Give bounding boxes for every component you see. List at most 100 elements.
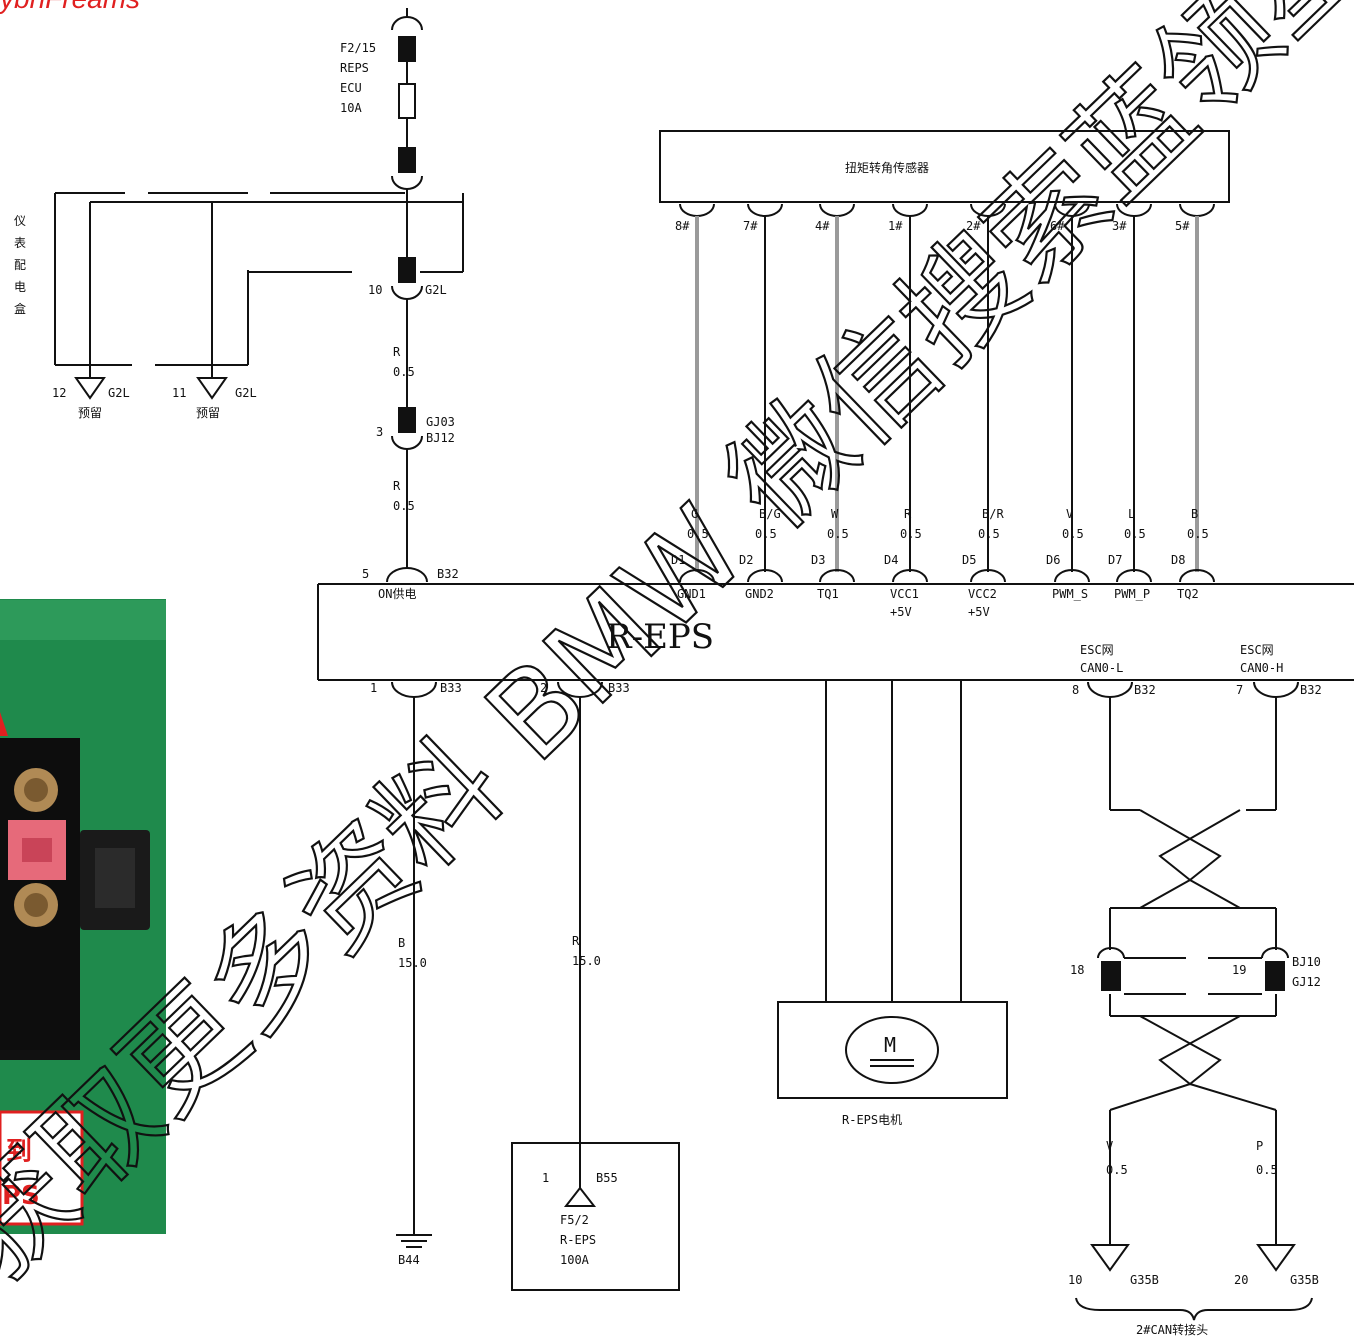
can-wire-p-color: P xyxy=(1256,1139,1263,1153)
sensor-pins: 8#G0.5D1GND17#B/G0.5D2GND24#W0.5D3TQ11#R… xyxy=(671,203,1215,619)
module-pin-label: TQ2 xyxy=(1177,587,1199,601)
relay-photo: 到 PS xyxy=(0,599,166,1234)
on-pin-label: ON供电 xyxy=(378,587,416,601)
connector-10-name: G2L xyxy=(425,283,447,297)
ground-wire xyxy=(396,697,432,1248)
splice-18-pin: 18 xyxy=(1070,963,1084,977)
torque-sensor-box xyxy=(659,130,1230,203)
watermark: 获取更多资料 BMW 微信搜索蓝领星球 xyxy=(0,0,1354,1306)
sensor-title: 扭矩转角传感器 xyxy=(845,160,929,175)
signal-wire-color: R xyxy=(904,507,912,521)
on-pin-icon xyxy=(386,567,428,583)
motor-icon xyxy=(845,1016,939,1084)
fuse-top-line1: F2/15 xyxy=(340,41,376,55)
module-pin-number: D8 xyxy=(1171,553,1185,567)
signal-wire-color: L xyxy=(1128,507,1135,521)
g35b-10-pin: 10 xyxy=(1068,1273,1082,1287)
ground-12-name: G2L xyxy=(108,386,130,400)
wire-a-size: 0.5 xyxy=(393,365,415,379)
module-pin-arc xyxy=(892,569,928,583)
panel-label-5: 盒 xyxy=(14,301,26,316)
fuse-top-line4: 10A xyxy=(340,101,362,115)
panel-label-1: 仪 xyxy=(14,214,26,228)
can-l-signal: CAN0-L xyxy=(1080,661,1123,675)
module-pin-label: GND2 xyxy=(745,587,774,601)
sensor-pin-label: 3# xyxy=(1112,219,1127,233)
module-pin-number: D1 xyxy=(671,553,685,567)
connector-10-pin: 10 xyxy=(368,283,382,297)
sensor-pin-label: 5# xyxy=(1175,219,1190,233)
module-pin-label: TQ1 xyxy=(817,587,839,601)
fuse-top-line2: REPS xyxy=(340,61,369,75)
module-pin-arc xyxy=(970,569,1006,583)
can-wire-p-size: 0.5 xyxy=(1256,1163,1278,1177)
power-fuse-line3: 100A xyxy=(560,1253,590,1267)
ground-wire-size: 15.0 xyxy=(398,956,427,970)
can-h-pin: 7 xyxy=(1236,683,1243,697)
module-pin-number: D2 xyxy=(739,553,753,567)
ground-12-icon xyxy=(74,377,106,400)
sensor-pin-label: 4# xyxy=(815,219,830,233)
ground-12-pin: 12 xyxy=(52,386,66,400)
wire-a-color: R xyxy=(393,345,401,359)
power-wire-color: R xyxy=(572,934,580,948)
power-fuse-pin: 1 xyxy=(542,1171,549,1185)
sensor-pin-label: 2# xyxy=(966,219,981,233)
connector-g2l-10 xyxy=(391,257,423,568)
module-pin-sublabel: +5V xyxy=(968,605,990,619)
sensor-pin-arc xyxy=(819,203,855,217)
splice-19-pin: 19 xyxy=(1232,963,1246,977)
sensor-pin-label: 7# xyxy=(743,219,758,233)
can-l-title: ESC网 xyxy=(1080,643,1114,657)
signal-wire-size: 0.5 xyxy=(687,527,709,541)
splice-3-pin: 3 xyxy=(376,425,383,439)
motor xyxy=(777,681,1008,1099)
module-pin-arc xyxy=(819,569,855,583)
pin-b33-1-number: 1 xyxy=(370,681,377,695)
fuse-top-line3: ECU xyxy=(340,81,362,95)
signal-wire-size: 0.5 xyxy=(1187,527,1209,541)
power-wire xyxy=(511,697,680,1291)
signal-wire-size: 0.5 xyxy=(900,527,922,541)
can-h-signal: CAN0-H xyxy=(1240,661,1283,675)
splice-3-line2: BJ12 xyxy=(426,431,455,445)
pin-b33-2-number: 2 xyxy=(540,681,547,695)
panel-label-2: 表 xyxy=(14,236,26,250)
panel-outline xyxy=(54,192,464,378)
brand-text: ybnFreams xyxy=(0,0,140,14)
module-pin-label: GND1 xyxy=(677,587,706,601)
module-pin-number: D4 xyxy=(884,553,898,567)
signal-wire-color: G xyxy=(691,507,698,521)
r-eps-module xyxy=(317,583,1354,681)
module-pin-number: D6 xyxy=(1046,553,1060,567)
photo-text-1: 到 xyxy=(6,1137,32,1167)
ground-11-note: 预留 xyxy=(196,406,220,420)
module-pin-arc xyxy=(747,569,783,583)
can-h-conn: B32 xyxy=(1300,683,1322,697)
power-fuse-line2: R-EPS xyxy=(560,1233,596,1247)
splice-19-line1: BJ10 xyxy=(1292,955,1321,969)
sensor-pin-label: 6# xyxy=(1050,219,1065,233)
sensor-pin-label: 1# xyxy=(888,219,903,233)
ground-11-pin: 11 xyxy=(172,386,186,400)
can-h-title: ESC网 xyxy=(1240,643,1274,657)
signal-wire-size: 0.5 xyxy=(755,527,777,541)
can-l-pin: 8 xyxy=(1072,683,1079,697)
wire-b-color: R xyxy=(393,479,401,493)
signal-wire-size: 0.5 xyxy=(827,527,849,541)
module-pin-label: PWM_P xyxy=(1114,587,1150,601)
signal-wire-size: 0.5 xyxy=(1062,527,1084,541)
power-wire-size: 15.0 xyxy=(572,954,601,968)
signal-wire-color: B xyxy=(1191,507,1198,521)
module-pin-label: VCC2 xyxy=(968,587,997,601)
signal-wire-color: B/R xyxy=(982,507,1004,521)
g35b-20-conn: G35B xyxy=(1290,1273,1319,1287)
module-pin-label: VCC1 xyxy=(890,587,919,601)
ground-11-icon xyxy=(196,377,228,400)
power-fuse-conn: B55 xyxy=(596,1171,618,1185)
sensor-pin-label: 8# xyxy=(675,219,690,233)
sensor-pin-arc xyxy=(679,203,715,217)
panel-label-3: 配 xyxy=(14,258,26,272)
ground-point: B44 xyxy=(398,1253,420,1267)
